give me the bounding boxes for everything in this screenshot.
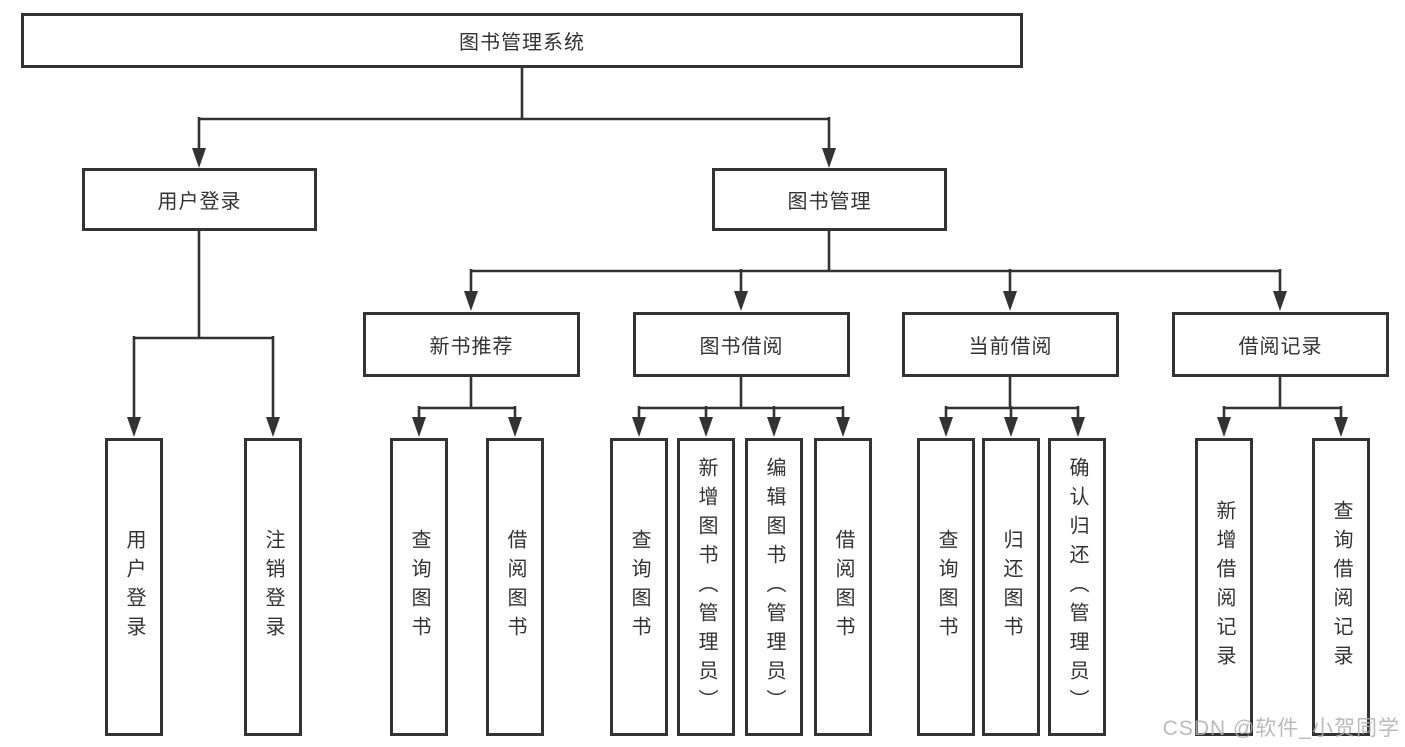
leaf-borrow-query-book: 查询图书 [610, 438, 668, 736]
leaf-recommend-borrow-book: 借阅图书 [486, 438, 544, 736]
leaf-logout: 注销登录 [244, 438, 302, 736]
leaf-current-query-book: 查询图书 [917, 438, 975, 736]
leaf-query-borrow-record: 查询借阅记录 [1312, 438, 1370, 736]
leaf-add-borrow-record: 新增借阅记录 [1195, 438, 1253, 736]
leaf-logout-label: 注销登录 [262, 529, 284, 645]
leaf-confirm-return-admin: 确认归还（管理员） [1048, 438, 1106, 736]
leaf-return-book: 归还图书 [982, 438, 1040, 736]
node-borrow-records: 借阅记录 [1172, 312, 1389, 377]
node-book-borrow: 图书借阅 [633, 312, 850, 377]
leaf-edit-book-admin: 编辑图书（管理员） [745, 438, 803, 736]
leaf-current-query-book-label: 查询图书 [935, 529, 957, 645]
leaf-edit-book-admin-label: 编辑图书（管理员） [763, 456, 785, 718]
node-current-borrow: 当前借阅 [902, 312, 1119, 377]
watermark: CSDN @软件_小贺同学 [1162, 717, 1400, 740]
leaf-return-book-label: 归还图书 [1000, 529, 1022, 645]
leaf-borrow-query-book-label: 查询图书 [628, 529, 650, 645]
leaf-borrow-book: 借阅图书 [814, 438, 872, 736]
leaf-add-book-admin-label: 新增图书（管理员） [695, 456, 717, 718]
node-library-management-system: 图书管理系统 [21, 13, 1023, 68]
leaf-borrow-book-label: 借阅图书 [832, 529, 854, 645]
leaf-add-borrow-record-label: 新增借阅记录 [1213, 500, 1235, 674]
leaf-user-login: 用户登录 [105, 438, 163, 736]
leaf-recommend-borrow-book-label: 借阅图书 [504, 529, 526, 645]
leaf-recommend-query-book-label: 查询图书 [408, 529, 430, 645]
leaf-query-borrow-record-label: 查询借阅记录 [1330, 500, 1352, 674]
leaf-add-book-admin: 新增图书（管理员） [677, 438, 735, 736]
node-book-management: 图书管理 [712, 168, 947, 231]
leaf-recommend-query-book: 查询图书 [390, 438, 448, 736]
leaf-user-login-label: 用户登录 [123, 529, 145, 645]
leaf-confirm-return-admin-label: 确认归还（管理员） [1066, 456, 1088, 718]
node-user-login: 用户登录 [82, 168, 317, 231]
node-new-book-recommend: 新书推荐 [363, 312, 580, 377]
